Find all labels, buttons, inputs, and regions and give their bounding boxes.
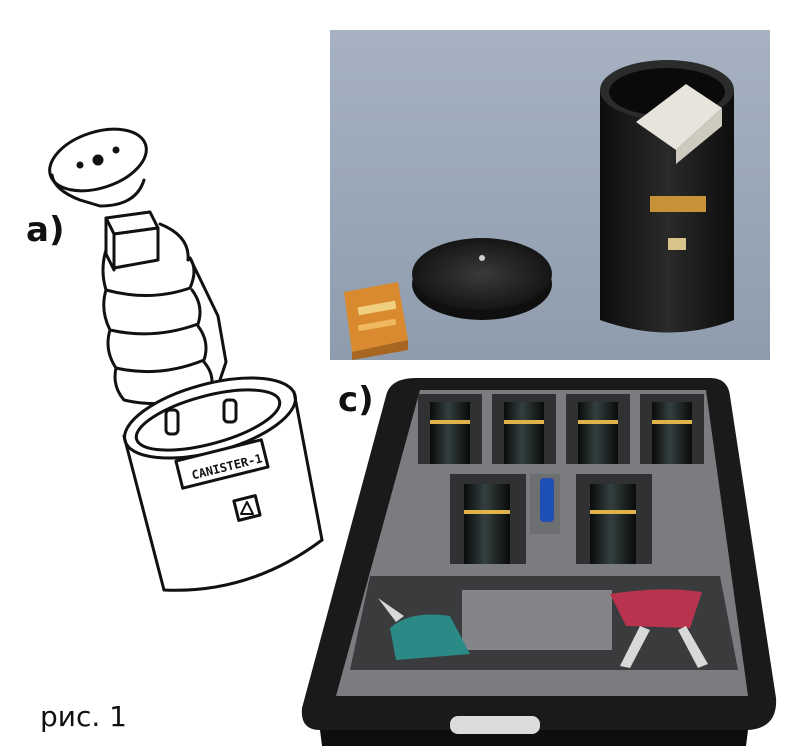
canister-small-tag bbox=[668, 238, 686, 250]
panel-c-label: c) bbox=[338, 380, 374, 420]
exploded-canister-drawing: CANISTER-1 bbox=[48, 127, 324, 592]
photo-foam-case bbox=[301, 378, 777, 746]
hazard-symbol-drawing bbox=[232, 494, 262, 522]
white-insert bbox=[636, 84, 722, 150]
blue-part bbox=[540, 478, 554, 522]
tube-row-middle bbox=[450, 474, 652, 564]
orange-card bbox=[344, 282, 408, 360]
panel-a-label: a) bbox=[26, 210, 65, 250]
figure-caption: рис. 1 bbox=[40, 700, 127, 733]
teal-part bbox=[390, 614, 470, 660]
red-part bbox=[610, 589, 702, 628]
black-canister bbox=[600, 60, 734, 333]
tube-row-top bbox=[418, 394, 704, 464]
black-lid bbox=[412, 238, 552, 320]
canister-label-tag bbox=[650, 196, 706, 212]
lid-drawing bbox=[48, 127, 148, 208]
canister-body-drawing: CANISTER-1 bbox=[122, 376, 324, 592]
case-handle bbox=[450, 716, 540, 734]
stack-insert-drawing bbox=[101, 210, 228, 406]
photo-canister-components bbox=[330, 30, 770, 360]
bottom-compartment bbox=[350, 576, 738, 670]
